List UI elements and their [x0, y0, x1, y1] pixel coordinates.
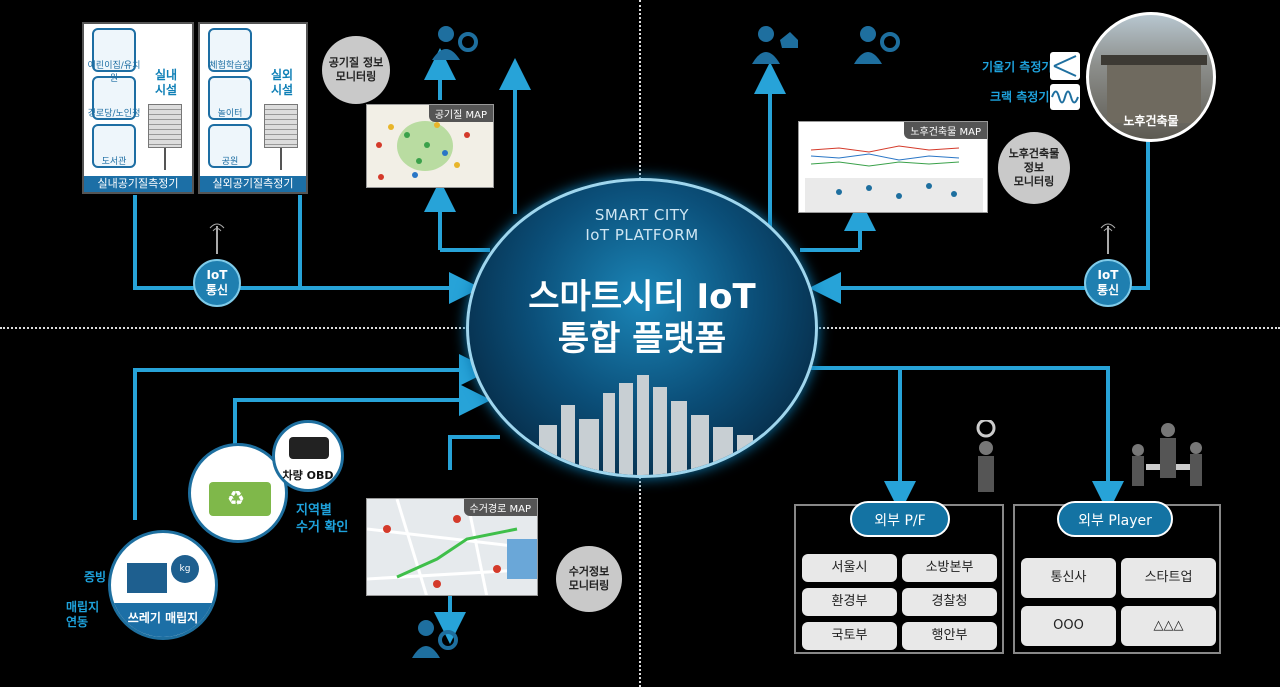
- outdoor-facility-2: 놀이터: [217, 109, 243, 119]
- operator-gear-icon: [852, 24, 900, 64]
- air-map-tag: 공기질 MAP: [428, 105, 493, 122]
- collection-monitoring-bubble: 수거정보 모니터링: [556, 546, 622, 612]
- crack-sensor-label: 크랙 측정기: [990, 90, 1050, 104]
- landfill-scale-panel: kg 쓰레기 매립지: [108, 530, 218, 640]
- player-tile-1: 통신사: [1021, 558, 1116, 598]
- indoor-title: 실내 시설: [154, 68, 178, 97]
- collection-route-map: 수거경로 MAP: [366, 498, 538, 596]
- library-icon: [92, 124, 136, 168]
- obd-label: 차량 OBD: [282, 469, 334, 482]
- dump-truck: [127, 563, 167, 593]
- pf-tile-4: 경찰청: [902, 588, 997, 616]
- building-shape: [1107, 63, 1201, 123]
- pf-tile-1: 서울시: [802, 554, 897, 582]
- outdoor-sensor-device: [264, 104, 298, 148]
- indoor-meter-label: 실내공기질측정기: [84, 176, 192, 192]
- platform-title-line2: 통합 플랫폼: [557, 319, 727, 359]
- region-collection-check: 지역별 수거 확인: [296, 503, 349, 535]
- daycare-icon: [92, 28, 136, 72]
- pf-tile-6: 행안부: [902, 622, 997, 650]
- tilt-sensor-label: 기울기 측정기: [982, 60, 1053, 74]
- indoor-sensor-device: [148, 104, 182, 148]
- platform-english-line1: SMART CITY: [594, 206, 690, 224]
- outdoor-meter-label: 실외공기질측정기: [200, 176, 306, 192]
- landfill-label: 쓰레기 매립지: [111, 603, 215, 637]
- tilt-sensor-icon: [1050, 52, 1080, 80]
- old-building-photo: 노후건축물: [1086, 12, 1216, 142]
- park-icon: [208, 124, 252, 168]
- obd-device: [289, 437, 329, 459]
- platform-english-line2: IoT PLATFORM: [585, 226, 699, 244]
- garbage-truck-photo: ♻: [188, 443, 288, 543]
- antenna-icon-right: [1098, 222, 1118, 254]
- experience-center-icon: [208, 28, 252, 72]
- pf-tile-3: 환경부: [802, 588, 897, 616]
- indoor-facility-panel: 어린이집/유치원 경로당/노인정 도서관 실내 시설 실내공기질측정기: [82, 22, 194, 194]
- playground-icon: [208, 76, 252, 120]
- old-building-monitoring-bubble: 노후건축물 정보 모니터링: [998, 132, 1070, 204]
- external-pf-title: 외부 P/F: [850, 501, 950, 537]
- player-tile-3: OOO: [1021, 606, 1116, 646]
- senior-center-icon: [92, 76, 136, 120]
- air-monitoring-bubble: 공기질 정보 모니터링: [322, 36, 390, 104]
- platform-title-line1: 스마트시티 IoT: [528, 277, 756, 317]
- old-building-map: 노후건축물 MAP: [798, 121, 988, 213]
- iot-communication-right: IoT 통신: [1084, 259, 1132, 307]
- city-skyline: [539, 375, 753, 475]
- engineer-gear-icon: [966, 418, 1006, 500]
- pf-tile-5: 국토부: [802, 622, 897, 650]
- indoor-facility-3: 도서관: [101, 157, 127, 167]
- truck-body: [209, 482, 271, 516]
- antenna-icon: [207, 222, 227, 254]
- outdoor-sensor-pole: [280, 148, 282, 170]
- external-player-group: 통신사 스타트업 OOO △△△: [1013, 504, 1221, 654]
- player-tile-4: △△△: [1121, 606, 1216, 646]
- recycle-icon: ♻: [227, 486, 245, 510]
- indoor-facility-1: 어린이집/유치원: [87, 61, 141, 84]
- proof-label: 증빙: [84, 570, 107, 584]
- outdoor-title: 실외 시설: [270, 68, 294, 97]
- pf-tile-2: 소방본부: [902, 554, 997, 582]
- indoor-sensor-pole: [164, 148, 166, 170]
- player-tile-2: 스타트업: [1121, 558, 1216, 598]
- crack-sensor-icon: [1050, 84, 1080, 110]
- scale-icon: kg: [171, 555, 199, 583]
- landfill-link-label: 매립지 연동: [66, 600, 100, 629]
- outdoor-facility-panel: 체험학습장 놀이터 공원 실외 시설 실외공기질측정기: [198, 22, 308, 194]
- outdoor-facility-1: 체험학습장: [209, 61, 251, 71]
- old-building-photo-label: 노후건축물: [1123, 114, 1179, 128]
- air-map-markers: [376, 122, 470, 180]
- outdoor-facility-3: 공원: [221, 157, 239, 167]
- business-meeting-icon: [1126, 420, 1216, 500]
- old-building-chart: [805, 145, 983, 212]
- iot-platform-hub: SMART CITY IoT PLATFORM 스마트시티 IoT 통합 플랫폼: [466, 178, 818, 478]
- old-building-map-tag: 노후건축물 MAP: [904, 122, 987, 139]
- air-quality-map: 공기질 MAP: [366, 104, 494, 188]
- vehicle-obd-photo: 차량 OBD: [272, 420, 344, 492]
- manager-gear-icon: [432, 24, 480, 60]
- household-manager-icon: [750, 24, 798, 64]
- iot-communication-left: IoT 통신: [193, 259, 241, 307]
- collection-manager-icon: [410, 618, 458, 658]
- external-player-title: 외부 Player: [1057, 501, 1173, 537]
- route-map-tag: 수거경로 MAP: [463, 499, 537, 516]
- indoor-facility-2: 경로당/노인정: [87, 109, 141, 119]
- building-roof: [1101, 55, 1207, 65]
